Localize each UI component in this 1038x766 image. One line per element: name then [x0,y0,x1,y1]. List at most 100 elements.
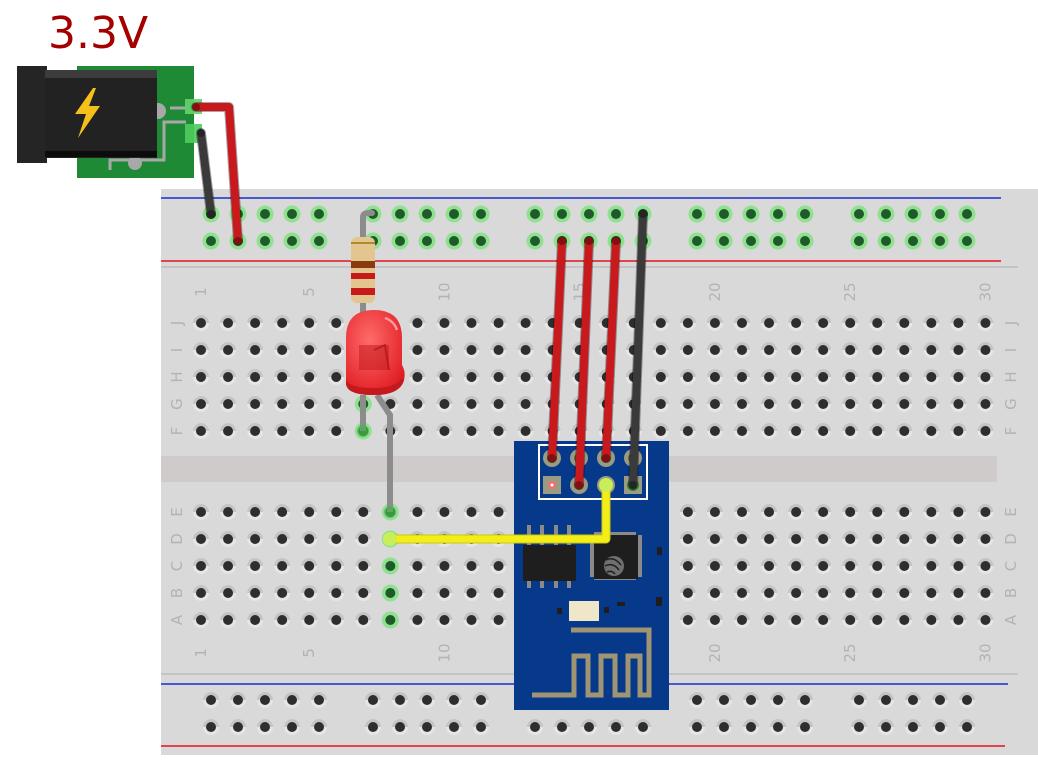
hole-B28[interactable] [923,585,940,601]
rail-hole-bottom-1[interactable] [797,692,813,708]
hole-E26[interactable] [869,504,886,520]
rail-hole-top-1[interactable] [796,205,814,223]
hole-F23[interactable] [788,423,805,439]
hole-J18[interactable] [652,315,669,331]
hole-A7[interactable] [355,612,372,628]
hole-A3[interactable] [247,612,264,628]
rail-hole-top-2[interactable] [904,232,922,250]
hole-I6[interactable] [328,342,345,358]
hole-G13[interactable] [517,396,534,412]
hole-G18[interactable] [652,396,669,412]
hole-B4[interactable] [274,585,291,601]
hole-G30[interactable] [977,396,994,412]
hole-F5[interactable] [301,423,318,439]
hole-A23[interactable] [788,612,805,628]
hole-C20[interactable] [706,558,723,574]
rail-hole-bottom-2[interactable] [446,719,462,735]
hole-F25[interactable] [842,423,859,439]
rail-hole-bottom-2[interactable] [284,719,300,735]
hole-J4[interactable] [274,315,291,331]
rail-hole-top-2[interactable] [526,232,544,250]
hole-C26[interactable] [869,558,886,574]
rail-hole-top-1[interactable] [580,205,598,223]
hole-E9[interactable] [409,504,426,520]
hole-I22[interactable] [761,342,778,358]
rail-hole-bottom-2[interactable] [257,719,273,735]
hole-C9[interactable] [409,558,426,574]
rail-hole-bottom-1[interactable] [905,692,921,708]
hole-I26[interactable] [869,342,886,358]
rail-hole-top-1[interactable] [742,205,760,223]
hole-J29[interactable] [950,315,967,331]
rail-hole-bottom-1[interactable] [419,692,435,708]
rail-hole-bottom-1[interactable] [932,692,948,708]
hole-J6[interactable] [328,315,345,331]
hole-J20[interactable] [706,315,723,331]
hole-D28[interactable] [923,531,940,547]
hole-F2[interactable] [220,423,237,439]
hole-A8[interactable] [381,611,399,629]
hole-J13[interactable] [517,315,534,331]
rail-hole-top-1[interactable] [256,205,274,223]
hole-I23[interactable] [788,342,805,358]
hole-G21[interactable] [734,396,750,412]
hole-F12[interactable] [490,423,507,439]
hole-B24[interactable] [815,585,832,601]
hole-H23[interactable] [788,369,805,385]
hole-G28[interactable] [923,396,940,412]
hole-E30[interactable] [977,504,994,520]
hole-I5[interactable] [301,342,318,358]
hole-G3[interactable] [247,396,264,412]
rail-hole-top-2[interactable] [310,232,328,250]
rail-hole-top-2[interactable] [688,232,706,250]
hole-F3[interactable] [247,423,264,439]
hole-G12[interactable] [490,396,507,412]
rail-hole-bottom-1[interactable] [230,692,246,708]
hole-C6[interactable] [328,558,345,574]
hole-F22[interactable] [761,423,778,439]
hole-D21[interactable] [734,531,750,547]
red-led[interactable] [346,310,405,395]
hole-G6[interactable] [328,396,345,412]
hole-H1[interactable] [193,369,209,385]
hole-I20[interactable] [706,342,723,358]
hole-F26[interactable] [869,423,886,439]
hole-A24[interactable] [815,612,832,628]
hole-F11[interactable] [463,423,480,439]
hole-F10[interactable] [436,423,453,439]
rail-hole-bottom-2[interactable] [527,719,543,735]
hole-A22[interactable] [761,612,778,628]
esp8266-module[interactable] [514,441,669,710]
hole-G20[interactable] [706,396,723,412]
hole-I28[interactable] [923,342,940,358]
rail-hole-bottom-2[interactable] [419,719,435,735]
hole-D22[interactable] [761,531,778,547]
hole-H12[interactable] [490,369,507,385]
hole-G19[interactable] [679,396,696,412]
hole-H18[interactable] [652,369,669,385]
hole-J5[interactable] [301,315,318,331]
hole-H29[interactable] [950,369,967,385]
hole-E24[interactable] [815,504,832,520]
hole-A1[interactable] [193,612,209,628]
hole-J24[interactable] [815,315,832,331]
hole-J27[interactable] [896,315,913,331]
rail-hole-top-1[interactable] [958,205,976,223]
rail-hole-top-1[interactable] [472,205,490,223]
rail-hole-top-1[interactable] [850,205,868,223]
hole-H9[interactable] [409,369,426,385]
wire-red[interactable] [574,236,594,490]
hole-H28[interactable] [923,369,940,385]
hole-A11[interactable] [463,612,480,628]
hole-B27[interactable] [896,585,913,601]
esp-pin[interactable] [543,476,561,494]
rail-hole-top-1[interactable] [688,205,706,223]
rail-hole-bottom-2[interactable] [554,719,570,735]
hole-C22[interactable] [761,558,778,574]
hole-B7[interactable] [355,585,372,601]
hole-B29[interactable] [950,585,967,601]
rail-hole-bottom-2[interactable] [365,719,381,735]
hole-C1[interactable] [193,558,209,574]
rail-hole-bottom-1[interactable] [959,692,975,708]
hole-A25[interactable] [842,612,859,628]
